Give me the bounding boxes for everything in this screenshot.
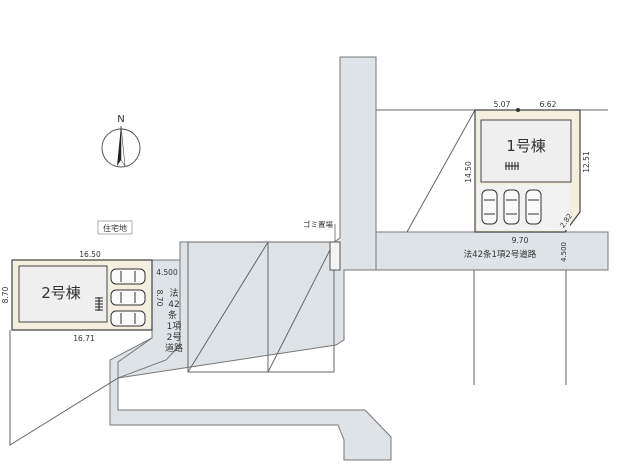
- compass: N: [101, 114, 141, 168]
- lot2-building: [18, 265, 108, 323]
- lot1-cars: [481, 189, 542, 225]
- garbage-station: [329, 241, 341, 271]
- neighbor-lots: [9, 109, 608, 446]
- lot2-dim-bottom: 16.71: [73, 334, 95, 343]
- west-access-road: [117, 259, 181, 379]
- lot1: 1号棟 5.07 6.62 14.50 12.51 9.70 2.82: [464, 100, 591, 245]
- car-icon: [525, 189, 542, 225]
- lot2: 2号棟 16.50 16.71 8.70 8.70: [1, 250, 164, 343]
- lot1-dim-right: 12.51: [582, 151, 591, 173]
- car-icon: [110, 289, 146, 306]
- lot2-dim-top: 16.50: [79, 250, 101, 259]
- west-road-width: 4.500: [156, 268, 178, 277]
- lot1-title: 1号棟: [506, 137, 546, 155]
- compass-n-label: N: [117, 114, 124, 125]
- lot1-dim-bottom: 9.70: [512, 236, 529, 245]
- lot2-steps-icon: [95, 297, 103, 311]
- car-icon: [110, 310, 146, 327]
- lot1-dim-left: 14.50: [464, 161, 473, 183]
- north-south-road: [109, 56, 408, 461]
- neighbor-lot-west-b: [267, 241, 335, 373]
- lot1-building: [480, 119, 572, 183]
- lot2-dim-right: 8.70: [155, 290, 164, 307]
- zone-label: 住宅地: [103, 223, 127, 233]
- lot2-title: 2号棟: [41, 284, 81, 302]
- lot1-dim-top-left: 5.07: [494, 100, 511, 109]
- car-icon: [503, 189, 520, 225]
- garbage-label: ゴミ置場: [303, 219, 333, 229]
- east-road-width: 4.500: [560, 242, 568, 262]
- lot2-cars: [110, 268, 146, 327]
- east-road-label: 法42条1項2号道路: [464, 249, 537, 260]
- lot2-dim-left: 8.70: [1, 286, 10, 303]
- lot1-steps-icon: [505, 162, 519, 170]
- road-network: [109, 56, 609, 461]
- car-icon: [110, 268, 146, 285]
- lot1-dim-top-right: 6.62: [540, 100, 557, 109]
- car-icon: [481, 189, 498, 225]
